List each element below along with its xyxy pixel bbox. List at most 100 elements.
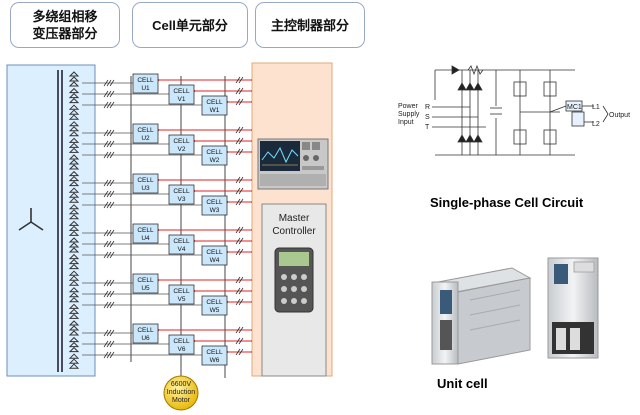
header-transformer: 多绕组相移变压器部分 [10, 2, 120, 48]
winding-symbol [68, 237, 80, 253]
cell-label: CELL [206, 149, 223, 156]
header-controller-label: 主控制器部分 [270, 17, 349, 33]
circuit-output-label: Output [609, 112, 630, 119]
winding-symbol [68, 353, 80, 369]
caption-unit-cell: Unit cell [437, 376, 488, 391]
cell-label: CELL [137, 227, 154, 234]
cell-id: W3 [210, 207, 220, 214]
motor-label-line3: Motor [172, 397, 191, 404]
circuit-output-l2: L2 [592, 121, 600, 128]
primary-winding-symbol [18, 208, 44, 231]
circuit-input-line1: Power [398, 103, 419, 110]
cell-id: U3 [141, 185, 150, 192]
winding-symbol [68, 154, 80, 170]
winding-symbol [68, 170, 80, 187]
header-cell-label: Cell单元部分 [152, 17, 228, 33]
circuit-phase-r: R [425, 104, 430, 111]
cell-label: CELL [173, 188, 190, 195]
cell-label: CELL [137, 127, 154, 134]
cell-label: CELL [206, 249, 223, 256]
winding-symbol [68, 320, 80, 336]
winding-symbol [68, 187, 80, 203]
cell-label: CELL [137, 327, 154, 334]
cell-label: CELL [173, 138, 190, 145]
circuit-input-line2: Supply [398, 111, 420, 118]
winding-symbol [68, 87, 80, 104]
cell-id: V1 [178, 96, 186, 103]
winding-symbol [68, 104, 80, 120]
cell-id: U5 [141, 285, 150, 292]
cell-id: W5 [210, 307, 220, 314]
cell-id: V6 [178, 346, 186, 353]
header-cell: Cell单元部分 [132, 2, 248, 48]
output-buses [130, 76, 226, 378]
cell-label: CELL [137, 77, 154, 84]
cell-label: CELL [206, 349, 223, 356]
cell-label: CELL [173, 288, 190, 295]
induction-motor: 6600V Induction Motor [163, 370, 199, 411]
keypad-image [274, 247, 314, 313]
cell-label: CELL [173, 238, 190, 245]
cell-wiring [82, 76, 254, 359]
caption-circuit: Single-phase Cell Circuit [430, 195, 584, 210]
cell-id: W4 [210, 257, 220, 264]
motor-label-line1: 6600V [171, 381, 192, 388]
winding-symbol [68, 303, 80, 319]
circuit-input-line3: Input [398, 119, 414, 126]
cell-id: U1 [141, 85, 150, 92]
cell-id: W2 [210, 157, 220, 164]
header-transformer-line2: 变压器部分 [32, 26, 98, 41]
header-transformer-line1: 多绕组相移 [32, 9, 98, 24]
circuit-output-l1: L1 [592, 104, 600, 111]
secondary-windings [68, 71, 80, 369]
controller-label-line1: Master [279, 213, 310, 224]
winding-symbol [68, 204, 80, 220]
controller-label-line2: Controller [272, 226, 316, 237]
cell-label: CELL [173, 88, 190, 95]
circuit-mc-label: MC1 [567, 104, 582, 111]
unit-cell-photo-left [431, 267, 532, 365]
winding-symbol [68, 220, 80, 236]
winding-symbol [68, 137, 80, 153]
winding-symbol [68, 71, 80, 87]
circuit-phase-t: T [425, 124, 430, 131]
cell-id: U2 [141, 135, 150, 142]
cell-label: CELL [206, 199, 223, 206]
cell-id: U4 [141, 235, 150, 242]
monitor-image [257, 138, 329, 190]
cell-id: V4 [178, 246, 186, 253]
cell-id: V2 [178, 146, 186, 153]
cell-label: CELL [173, 338, 190, 345]
header-controller: 主控制器部分 [255, 2, 365, 48]
winding-symbol [68, 121, 80, 137]
cell-id: V5 [178, 296, 186, 303]
cell-label: CELL [137, 277, 154, 284]
controller-panel: Master Controller [251, 62, 333, 377]
unit-cell-photo-right [547, 257, 599, 359]
single-phase-cell-circuit: Power Supply Input R S T [398, 64, 630, 156]
cell-id: U6 [141, 335, 150, 342]
winding-symbol [68, 287, 80, 303]
cell-label: CELL [137, 177, 154, 184]
cell-label: CELL [206, 299, 223, 306]
winding-symbol [68, 270, 80, 286]
motor-label-line2: Induction [167, 389, 196, 396]
